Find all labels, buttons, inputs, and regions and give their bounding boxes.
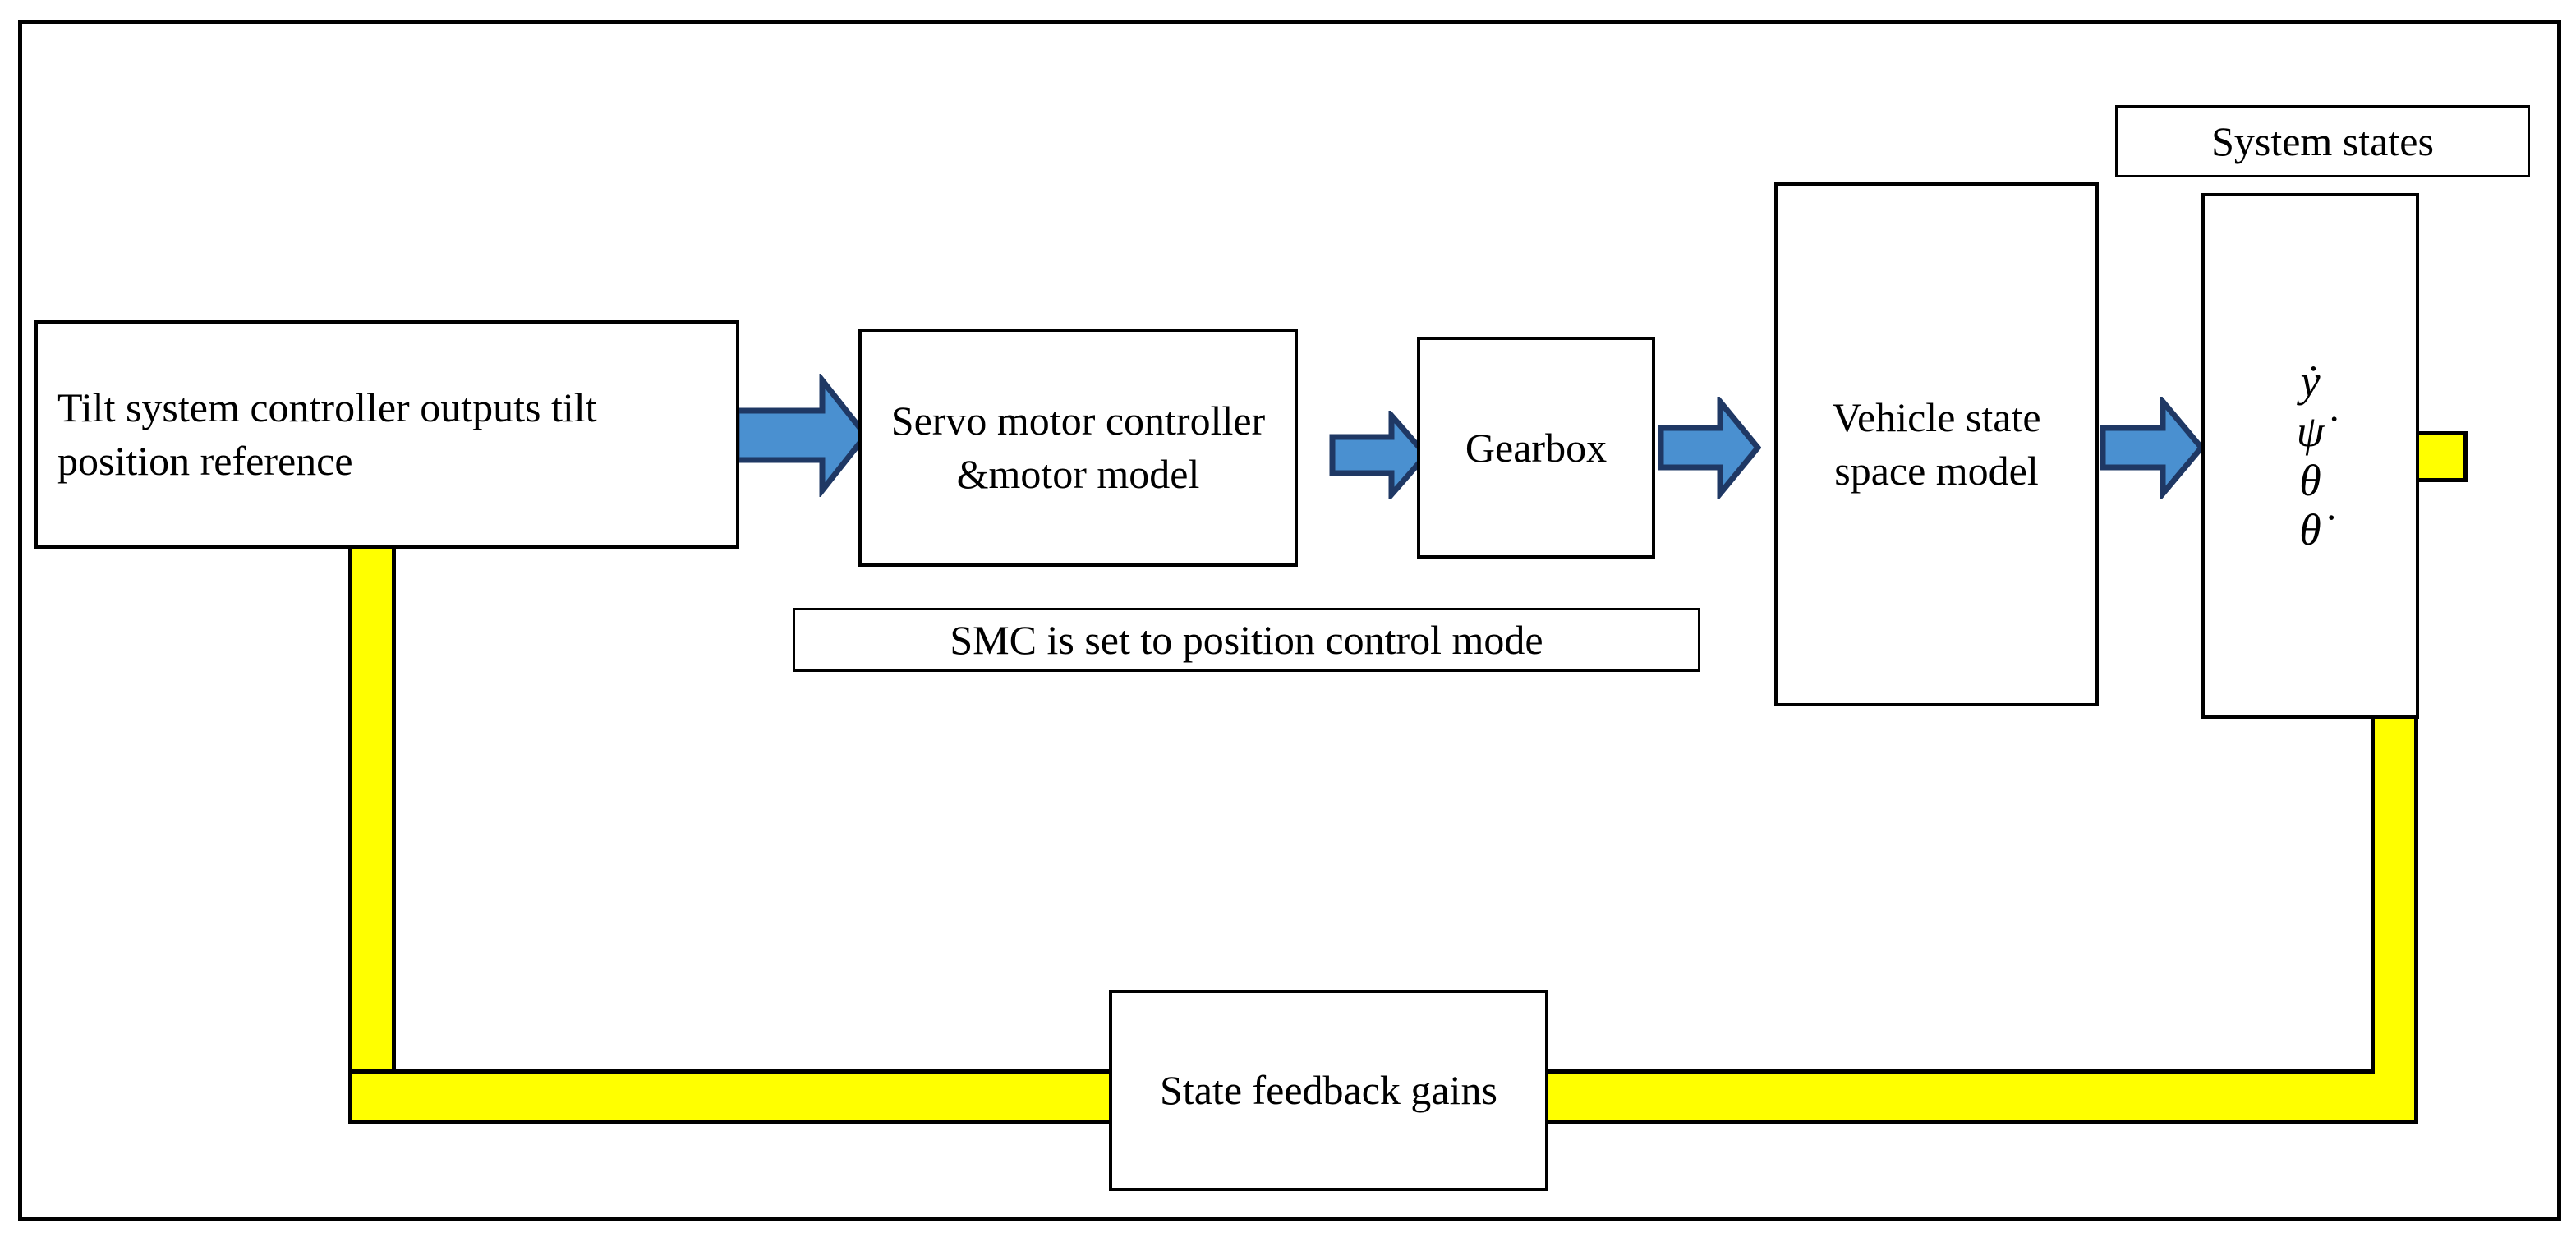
block-gearbox-label: Gearbox <box>1465 424 1608 471</box>
flow-arrow-gearbox-to-vehicle <box>1658 397 1761 499</box>
label-system-states: System states <box>2115 105 2530 177</box>
block-servo-motor-controller-label: Servo motor controller &motor model <box>890 398 1266 497</box>
feedback-line-bottom-left <box>348 1069 1114 1124</box>
state-variable-psi-dot: ψ̇ <box>2296 406 2325 456</box>
block-vehicle-state-space-model-label: Vehicle state space model <box>1832 394 2041 494</box>
state-variable-theta-dot: θ̇ <box>2299 505 2321 555</box>
flow-arrow-vehicle-to-states <box>2100 397 2205 499</box>
block-servo-motor-controller[interactable]: Servo motor controller &motor model <box>858 329 1298 567</box>
feedback-line-bottom-right <box>1544 1069 2418 1124</box>
note-smc-position-control-mode-text: SMC is set to position control mode <box>950 616 1543 663</box>
label-system-states-text: System states <box>2211 117 2434 164</box>
block-state-feedback-gains[interactable]: State feedback gains <box>1109 990 1548 1191</box>
diagram-outer-frame <box>18 20 2561 1221</box>
state-variable-theta: θ <box>2299 456 2321 505</box>
state-variable-y-dot: ẏ <box>2300 356 2321 407</box>
flow-arrow-servo-to-gearbox <box>1329 411 1429 499</box>
state-variable-list: ẏ ψ̇ θ θ̇ <box>2205 356 2416 555</box>
block-system-states[interactable]: ẏ ψ̇ θ θ̇ <box>2201 193 2419 719</box>
block-state-feedback-gains-label: State feedback gains <box>1160 1067 1497 1113</box>
flow-arrow-controller-to-servo <box>734 374 869 497</box>
block-tilt-system-controller[interactable]: Tilt system controller outputs tilt posi… <box>34 320 739 549</box>
note-smc-position-control-mode: SMC is set to position control mode <box>793 608 1700 672</box>
block-tilt-system-controller-label: Tilt system controller outputs tilt posi… <box>58 384 597 484</box>
feedback-line-left-vertical <box>348 545 396 1084</box>
block-vehicle-state-space-model[interactable]: Vehicle state space model <box>1774 182 2099 706</box>
block-gearbox[interactable]: Gearbox <box>1417 337 1655 559</box>
